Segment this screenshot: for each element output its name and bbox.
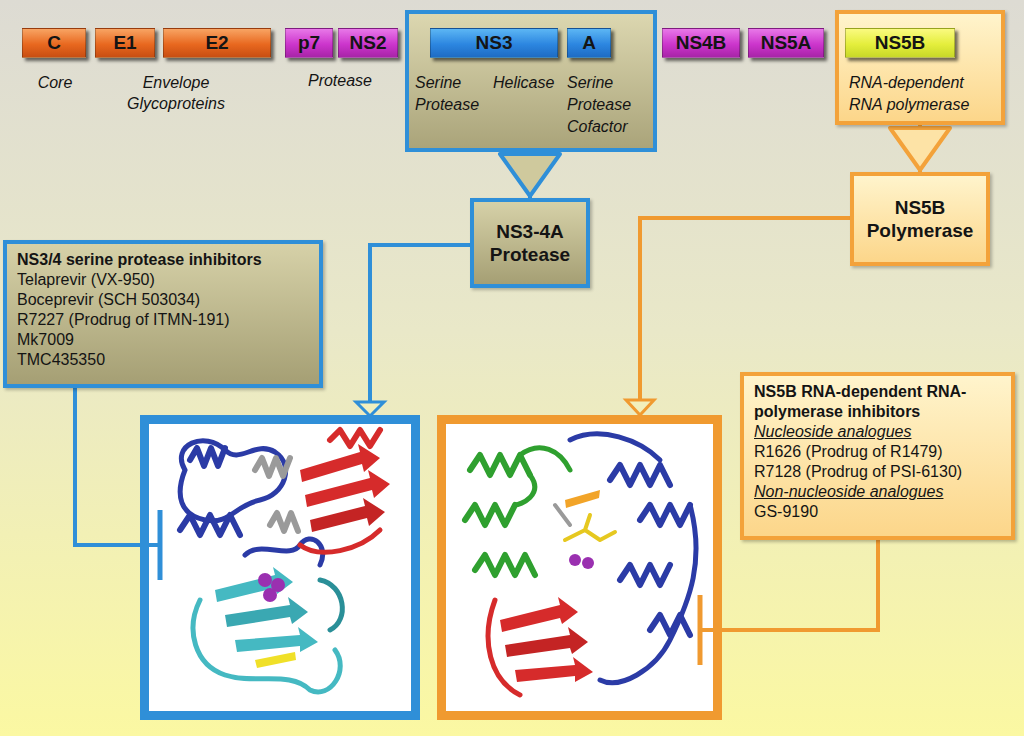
box-heading: NS3/4 serine protease inhibitors <box>17 250 309 270</box>
gene-name: NS4B <box>676 32 727 54</box>
connector-group <box>890 125 950 172</box>
protein-helix <box>270 513 298 531</box>
gene-name: E2 <box>205 32 228 54</box>
protein-sheet <box>225 597 308 627</box>
function-label: Serine Protease <box>415 72 489 116</box>
enzyme-box: NS5B Polymerase <box>850 172 990 266</box>
gene-name: NS2 <box>350 32 387 54</box>
region-label: Protease <box>290 70 390 91</box>
gene-segment: NS5B <box>845 28 955 58</box>
label-holder: Protease <box>290 70 390 91</box>
inhibition-bar <box>158 510 163 580</box>
label-holder: Core <box>15 72 95 93</box>
arrow-head <box>890 128 950 170</box>
protein-sheet <box>305 470 390 507</box>
protein-helix <box>180 515 240 535</box>
gene-name: p7 <box>298 32 320 54</box>
gene-segment: C <box>22 28 86 58</box>
class-heading: Nucleoside analogues <box>754 422 1001 442</box>
metal-ion <box>582 557 594 569</box>
protein-ribbon <box>320 580 342 630</box>
enzyme-box: NS3-4A Protease <box>470 198 590 288</box>
protein-sheet <box>310 498 385 532</box>
protein-helix <box>650 615 690 635</box>
protein-helix <box>465 505 515 525</box>
metal-ion <box>569 554 581 566</box>
protein-sheet <box>500 597 578 632</box>
gene-segment: A <box>567 28 611 58</box>
enzyme-name: NS5B Polymerase <box>858 196 982 242</box>
protein-helix <box>610 465 670 485</box>
protein-sheet <box>505 627 588 657</box>
drug-name: Boceprevir (SCH 503034) <box>17 290 309 310</box>
drug-name: GS-9190 <box>754 502 1001 522</box>
protein-sheet <box>215 567 293 602</box>
gene-segment: NS3 <box>430 28 558 58</box>
inhibition-bar <box>698 595 703 665</box>
inhibitor-box: NS5B RNA-dependent RNA-polymerase inhibi… <box>740 372 1015 540</box>
ligand <box>565 515 615 540</box>
inhibitor-box: NS3/4 serine protease inhibitorsTelaprev… <box>3 240 323 388</box>
protein-strand <box>565 490 600 508</box>
connector-group <box>500 152 560 198</box>
label-holder: Envelope Glycoproteins <box>118 72 234 114</box>
arrow-head <box>500 154 560 196</box>
leader-arrow <box>356 402 384 416</box>
gene-segment: p7 <box>285 28 333 58</box>
drug-name: R7227 (Prodrug of ITMN-191) <box>17 310 309 330</box>
peptide-strand <box>255 652 296 668</box>
leader-arrow <box>626 400 654 415</box>
protein-helix <box>470 455 530 475</box>
gene-name: A <box>582 32 596 54</box>
function-label: Helicase <box>493 72 563 94</box>
gene-name: E1 <box>113 32 136 54</box>
gene-segment: E2 <box>163 28 271 58</box>
protein-sheet <box>235 627 318 652</box>
protein-sheet <box>300 444 380 482</box>
protein-ribbon <box>180 441 285 521</box>
region-frame: Serine ProteaseHelicaseSerine Protease C… <box>405 10 657 152</box>
gene-name: C <box>47 32 61 54</box>
gene-segment: E1 <box>95 28 155 58</box>
gene-segment: NS5A <box>748 28 824 58</box>
protein-helix <box>255 458 290 476</box>
function-label: Serine Protease Cofactor <box>567 72 649 138</box>
enzyme-name: NS3-4A Protease <box>478 220 582 266</box>
inhibition-line <box>700 540 878 630</box>
protein-ribbon <box>570 434 660 460</box>
region-label: Core <box>15 72 95 93</box>
protein-helix <box>475 555 535 575</box>
structure-frame <box>442 420 718 716</box>
gene-name: NS5A <box>761 32 812 54</box>
leader-line <box>370 245 470 402</box>
metal-ion <box>258 573 272 587</box>
protein-ribbon <box>520 448 570 470</box>
gene-name: NS5B <box>875 32 926 54</box>
region-label: Envelope Glycoproteins <box>118 72 234 114</box>
structure-frame <box>145 420 416 716</box>
drug-name: R7128 (Prodrug of PSI-6130) <box>754 462 1001 482</box>
class-heading: Non-nucleoside analogues <box>754 482 1001 502</box>
protein-sheet <box>515 657 593 682</box>
protein-ribbon <box>300 530 380 552</box>
region-frame: RNA-dependent RNA polymerase NS5B <box>835 10 1005 125</box>
drug-name: Telaprevir (VX-950) <box>17 270 309 290</box>
protein-ribbon <box>555 505 570 525</box>
gene-name: NS3 <box>476 32 513 54</box>
gene-segment: NS2 <box>338 28 398 58</box>
drug-name: Mk7009 <box>17 330 309 350</box>
inhibition-line <box>75 388 160 545</box>
protein-helix <box>330 430 380 446</box>
box-heading: NS5B RNA-dependent RNA-polymerase inhibi… <box>754 382 1001 422</box>
drug-name: TMC435350 <box>17 350 309 370</box>
function-label: RNA-dependent RNA polymerase <box>849 72 997 116</box>
protein-helix <box>190 448 225 466</box>
protein-helix <box>620 565 670 585</box>
drug-name: R1626 (Prodrug of R1479) <box>754 442 1001 462</box>
metal-ion <box>263 588 277 602</box>
protein-ribbon <box>515 475 535 505</box>
gene-segment: NS4B <box>662 28 740 58</box>
protein-helix <box>640 505 690 525</box>
